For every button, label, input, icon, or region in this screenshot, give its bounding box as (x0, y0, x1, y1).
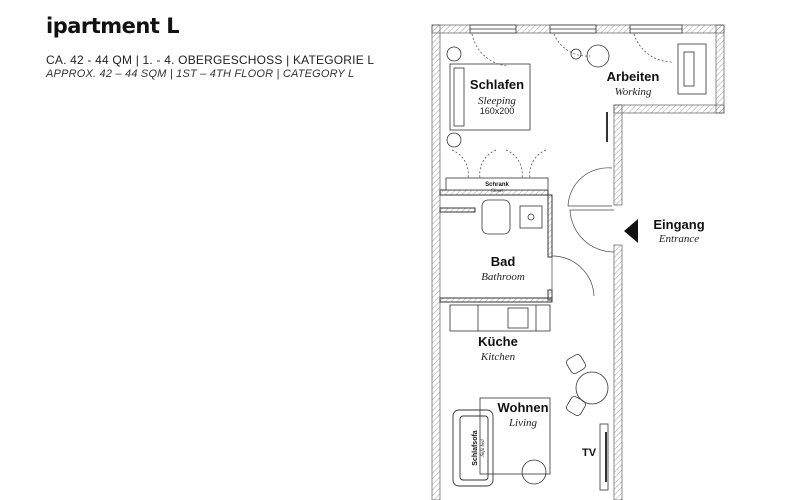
room-label-arbeiten: Arbeiten (607, 69, 660, 84)
sofa-label: Schlafsofa (472, 430, 479, 466)
room-label-wohnen: Wohnen (497, 400, 548, 415)
entrance-arrow-icon (624, 219, 638, 243)
coffee-table (479, 397, 551, 485)
dining-set (566, 354, 609, 416)
desk (570, 43, 707, 142)
room-label-bathroom: Bathroom (481, 271, 525, 283)
room-label-living: Living (508, 417, 538, 429)
exterior-walls (431, 24, 725, 500)
tv-label: TV (582, 447, 597, 459)
subtitle-german: CA. 42 - 44 QM | 1. - 4. OBERGESCHOSS | … (46, 53, 375, 67)
closet-label-en: Closet (491, 189, 504, 194)
bed-size-label: 160x200 (480, 106, 515, 116)
room-label-bad: Bad (491, 254, 516, 269)
room-label-kitchen: Kitchen (480, 351, 516, 363)
windows (469, 24, 683, 34)
bathroom-fixtures (481, 199, 543, 235)
interior-walls (439, 189, 553, 303)
room-label-working: Working (615, 86, 652, 98)
room-label-entrance: Entrance (658, 233, 699, 245)
sofa (452, 409, 494, 487)
room-label-eingang: Eingang (653, 217, 704, 232)
doors (451, 33, 673, 297)
room-label-schlafen: Schlafen (470, 77, 524, 92)
room-label-sleeping: Sleeping (478, 95, 516, 107)
closet-unit (445, 177, 549, 191)
subtitle-english: APPROX. 42 – 44 SQM | 1ST – 4TH FLOOR | … (46, 68, 355, 80)
closet-label: Schrank (485, 182, 509, 188)
kitchen-counter (449, 304, 551, 332)
page-title: ipartment L (46, 14, 180, 38)
bed (446, 46, 531, 148)
room-label-kueche: Küche (478, 334, 518, 349)
tv-unit (599, 423, 609, 491)
sofa-label-en: Sofa bed (481, 439, 486, 457)
